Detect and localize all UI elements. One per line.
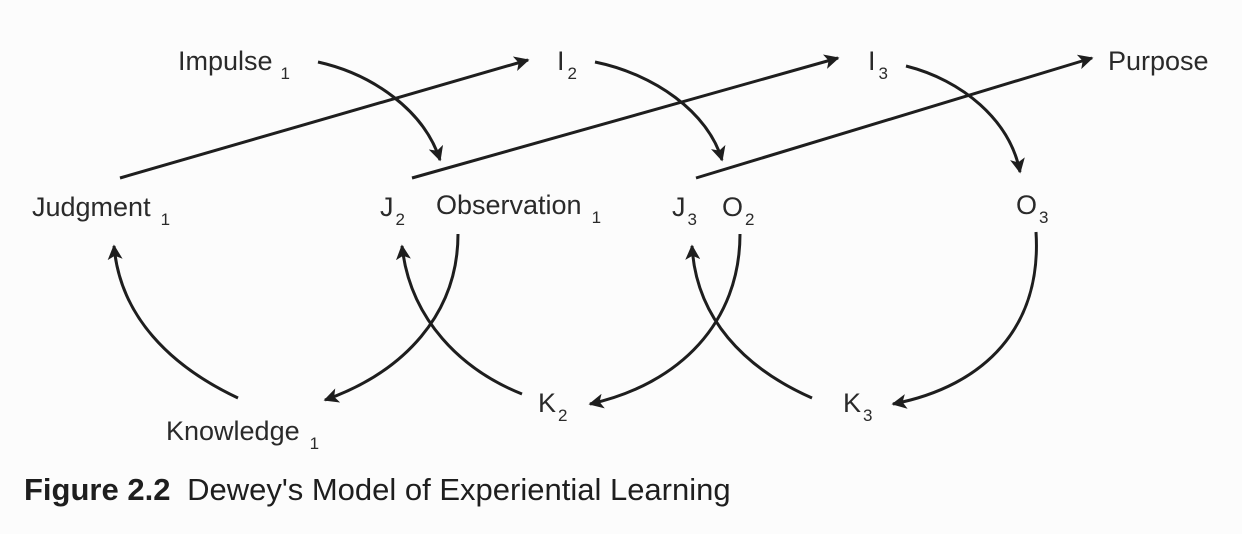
edge-j2-to-i3: [411, 54, 840, 180]
edge-k3-to-j3: [685, 244, 813, 400]
edge-i2-to-o2: [594, 60, 726, 162]
edge-knowledge1-to-judgment1: [107, 244, 239, 400]
edge-observation1-to-knowledge1: [323, 233, 460, 403]
edge-i3-to-o3: [905, 64, 1025, 174]
edge-j3-to-purpose: [695, 54, 1094, 180]
edge-impulse1-to-observation1: [317, 60, 444, 162]
figure-number: Figure 2.2: [24, 472, 171, 507]
node-purpose: Purpose: [1108, 46, 1209, 76]
figure-title: Dewey's Model of Experiential Learning: [187, 472, 731, 507]
edge-judgment1-to-i2: [119, 56, 530, 180]
edge-k2-to-j2: [396, 244, 523, 396]
edge-o3-to-k3: [891, 231, 1038, 409]
edge-o2-to-k2: [588, 233, 742, 409]
figure-caption: Figure 2.2 Dewey's Model of Experiential…: [24, 472, 731, 508]
